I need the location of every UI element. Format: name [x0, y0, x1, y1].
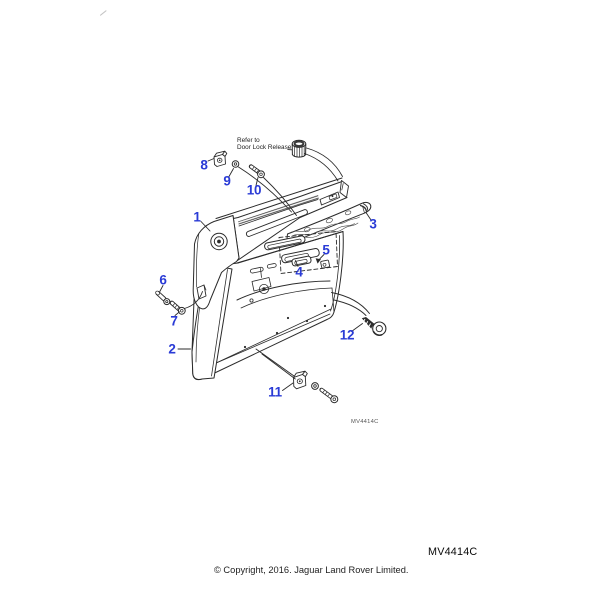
- callout-4[interactable]: 4: [295, 264, 303, 280]
- callout-7[interactable]: 7: [170, 313, 178, 329]
- screw-10: [248, 164, 265, 179]
- callout-5[interactable]: 5: [322, 242, 330, 258]
- screw-hole-dots: [243, 304, 327, 349]
- wood-grain: [289, 210, 360, 241]
- spacer-6: [155, 290, 171, 306]
- inner-mechanism: [243, 263, 327, 349]
- clip-8: [213, 150, 228, 167]
- door-lock-note: Refer to Door Lock Release: [237, 137, 292, 152]
- callout-2[interactable]: 2: [168, 341, 176, 357]
- rail-front-cap: [192, 215, 240, 310]
- switch-pack: [264, 235, 320, 267]
- lock-release-grommet: [291, 139, 307, 158]
- push-pin-12: [361, 317, 387, 337]
- callout-8[interactable]: 8: [200, 157, 208, 173]
- washer-9: [231, 160, 240, 168]
- callout-12[interactable]: 12: [339, 327, 355, 343]
- callout-9[interactable]: 9: [223, 173, 231, 189]
- dashed-box: [278, 231, 338, 274]
- drawing-number: MV4414C: [428, 546, 478, 558]
- top-rail: [214, 177, 349, 262]
- copyright-text: © Copyright, 2016. Jaguar Land Rover Lim…: [214, 565, 409, 575]
- screw-7: [169, 300, 186, 315]
- washer-11: [311, 382, 319, 390]
- callout-11[interactable]: 11: [268, 384, 282, 400]
- callout-10[interactable]: 10: [246, 182, 262, 198]
- door-lock-note-line1: Refer to: [237, 137, 260, 144]
- callout-1[interactable]: 1: [193, 209, 201, 225]
- leader-lines: [159, 147, 372, 391]
- map-pocket: [236, 280, 335, 313]
- callout-6[interactable]: 6: [159, 272, 167, 288]
- corner-tick: [100, 10, 107, 16]
- panel-keyhole: [196, 284, 207, 300]
- screw-11: [319, 387, 339, 404]
- clip-5: [320, 259, 330, 269]
- figure-code-inline: MV4414C: [351, 419, 379, 425]
- clip-11: [293, 370, 308, 390]
- callout-3[interactable]: 3: [369, 216, 377, 232]
- door-lock-note-line2: Door Lock Release: [237, 143, 292, 151]
